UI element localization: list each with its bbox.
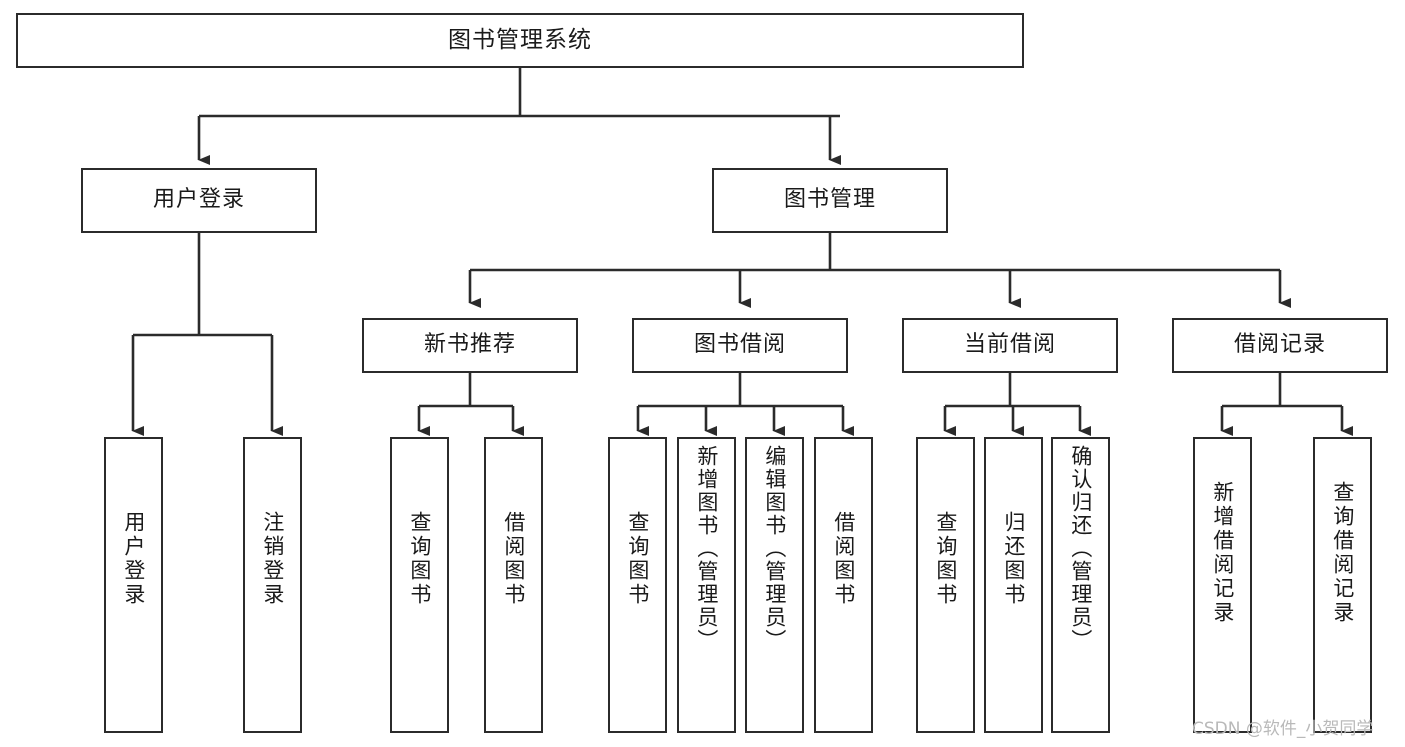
node-leaf-borrow-book[interactable]: 借阅图书 xyxy=(814,437,873,733)
node-leaf-return-book[interactable]: 归还图书 xyxy=(984,437,1043,733)
node-leaf-logout[interactable]: 注销登录 xyxy=(243,437,302,733)
node-user-login-label: 用户登录 xyxy=(152,187,245,213)
node-leaf-add-borrow-record-label: 新增借阅记录 xyxy=(1210,481,1235,625)
node-leaf-query-book-current-label: 查询图书 xyxy=(933,511,958,607)
watermark: CSDN @软件_小贺同学 xyxy=(1192,719,1374,739)
node-book-management-label: 图书管理 xyxy=(783,187,876,213)
node-leaf-query-borrow-record-label: 查询借阅记录 xyxy=(1330,481,1355,625)
node-leaf-user-login-label: 用户登录 xyxy=(121,511,146,607)
node-leaf-confirm-return-admin[interactable]: 确认归还（管理员） xyxy=(1051,437,1110,733)
node-leaf-user-login[interactable]: 用户登录 xyxy=(104,437,163,733)
node-current-borrow[interactable]: 当前借阅 xyxy=(902,318,1118,373)
node-leaf-confirm-return-admin-label: 确认归还（管理员） xyxy=(1068,445,1093,652)
node-leaf-borrow-book-recommend-label: 借阅图书 xyxy=(501,511,526,607)
node-new-book-recommend[interactable]: 新书推荐 xyxy=(362,318,578,373)
node-leaf-logout-label: 注销登录 xyxy=(260,511,285,607)
node-new-book-recommend-label: 新书推荐 xyxy=(423,332,516,358)
node-book-management[interactable]: 图书管理 xyxy=(712,168,948,233)
node-leaf-add-book-admin-label: 新增图书（管理员） xyxy=(694,445,719,652)
node-borrow-record-label: 借阅记录 xyxy=(1233,332,1326,358)
node-leaf-query-borrow-record[interactable]: 查询借阅记录 xyxy=(1313,437,1372,733)
node-leaf-borrow-book-recommend[interactable]: 借阅图书 xyxy=(484,437,543,733)
node-book-borrow-label: 图书借阅 xyxy=(693,332,786,358)
node-leaf-query-book[interactable]: 查询图书 xyxy=(608,437,667,733)
node-leaf-add-book-admin[interactable]: 新增图书（管理员） xyxy=(677,437,736,733)
node-user-login[interactable]: 用户登录 xyxy=(81,168,317,233)
node-leaf-add-borrow-record[interactable]: 新增借阅记录 xyxy=(1193,437,1252,733)
node-root-label: 图书管理系统 xyxy=(448,26,592,53)
node-leaf-query-book-label: 查询图书 xyxy=(625,511,650,607)
node-current-borrow-label: 当前借阅 xyxy=(963,332,1056,358)
node-book-borrow[interactable]: 图书借阅 xyxy=(632,318,848,373)
node-leaf-edit-book-admin-label: 编辑图书（管理员） xyxy=(762,445,787,652)
node-leaf-borrow-book-label: 借阅图书 xyxy=(831,511,856,607)
node-root-book-management-system[interactable]: 图书管理系统 xyxy=(16,13,1024,68)
node-leaf-query-book-current[interactable]: 查询图书 xyxy=(916,437,975,733)
node-leaf-return-book-label: 归还图书 xyxy=(1001,511,1026,607)
node-borrow-record[interactable]: 借阅记录 xyxy=(1172,318,1388,373)
node-leaf-query-book-recommend[interactable]: 查询图书 xyxy=(390,437,449,733)
node-leaf-edit-book-admin[interactable]: 编辑图书（管理员） xyxy=(745,437,804,733)
node-leaf-query-book-recommend-label: 查询图书 xyxy=(407,511,432,607)
